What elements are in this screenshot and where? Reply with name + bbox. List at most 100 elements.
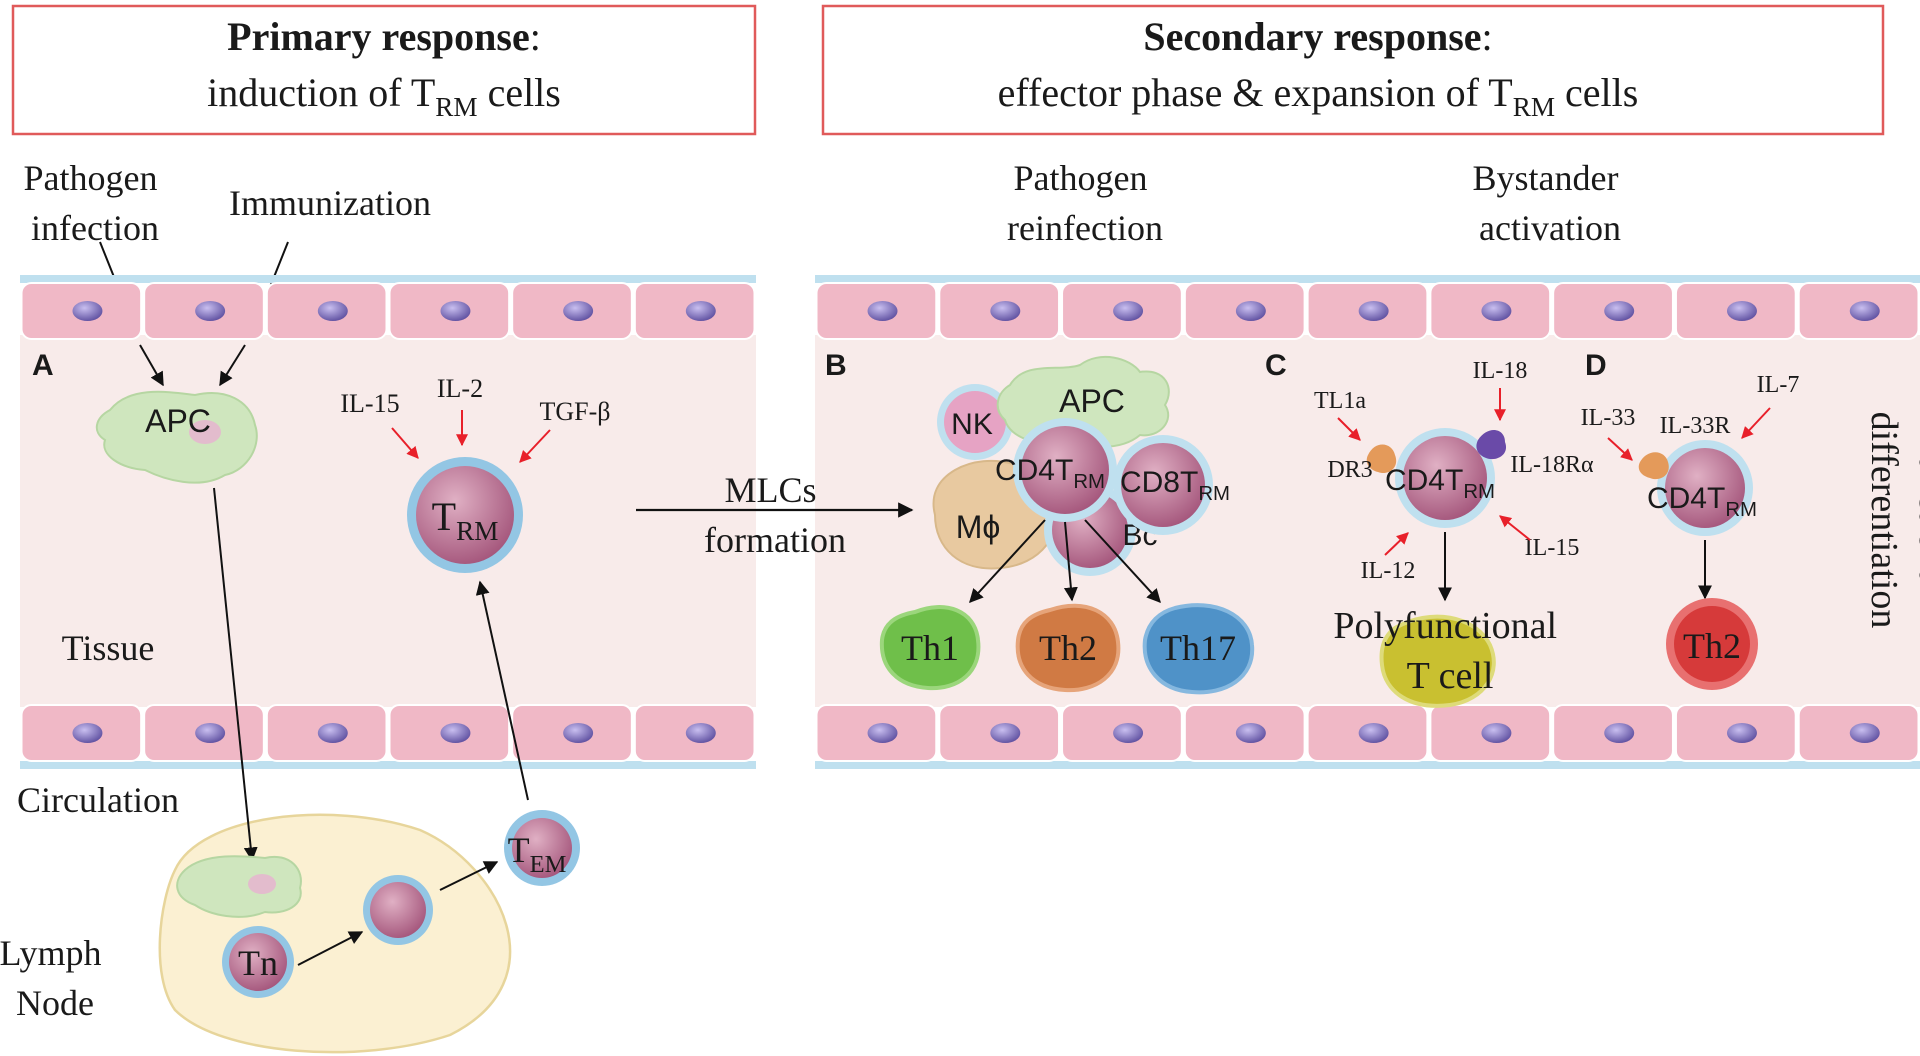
functional-differentiation-label: Functional differentiation [1863, 412, 1920, 629]
epithelial-nucleus [1726, 301, 1757, 321]
dr3-receptor [1366, 444, 1397, 474]
pathogen-reinfection-label: Pathogen reinfection [1007, 158, 1163, 248]
il33r-label: IL-33R [1660, 413, 1731, 439]
epithelial-nucleus [1481, 723, 1512, 743]
svg-text:Th2: Th2 [1039, 628, 1097, 668]
epithelial-nucleus [1235, 301, 1266, 321]
epithelial-nucleus [1849, 301, 1880, 321]
mlc-cluster: NK Mϕ APC Bc CD8TRM CD4TRM [932, 356, 1230, 576]
polyfunctional-t-cell [1379, 614, 1496, 708]
primary-title: Primary response [227, 14, 530, 59]
arrow [969, 519, 1046, 604]
il33-label: IL-33 [1581, 405, 1636, 431]
secondary-subtitle: effector phase & expansion of TRM cells [998, 70, 1639, 122]
tl1a-label: TL1a [1314, 388, 1366, 414]
arrow [1084, 519, 1161, 604]
epithelial-nucleus [1235, 723, 1266, 743]
immunization-label: Immunization [229, 183, 431, 223]
cd4trm-cell-d: CD4TRM [1647, 440, 1757, 536]
cd4trm-cell: CD4TRM [995, 418, 1117, 522]
epithelial-nucleus [440, 723, 471, 743]
il2-label: IL-2 [437, 374, 483, 403]
bystander-activation-label: Bystander activation [1473, 158, 1628, 248]
epithelial-nucleus [1358, 301, 1389, 321]
primary-response-box: Primary response: induction of TRM cells [11, 4, 757, 136]
epithelial-nucleus [563, 301, 594, 321]
svg-text:TRM: TRM [432, 494, 499, 546]
svg-text:CD4TRM: CD4TRM [995, 454, 1105, 493]
arrow [475, 580, 529, 801]
cytokines-panel-a: IL-15 IL-2 TGF-β [340, 374, 611, 463]
secondary-response-box: Secondary response: effector phase & exp… [821, 4, 1885, 136]
il15-label: IL-15 [340, 389, 399, 418]
epithelial-nucleus [1726, 723, 1757, 743]
epithelial-nucleus [990, 723, 1021, 743]
tissue-label: Tissue [62, 628, 155, 668]
tn-cell: Tn [222, 926, 294, 998]
panel-label-a: A [32, 349, 54, 382]
svg-text:NK: NK [951, 408, 993, 441]
cd8trm-cell: CD8TRM [1113, 435, 1230, 535]
svg-text:Primary response:: Primary response: [227, 14, 541, 59]
svg-text:Th17: Th17 [1160, 628, 1236, 668]
th1-cell: Th1 [879, 605, 981, 691]
svg-text:Secondary response:: Secondary response: [1143, 14, 1492, 59]
epithelial-nucleus [867, 301, 898, 321]
epithelial-nucleus [440, 301, 471, 321]
svg-text:APC: APC [145, 403, 211, 439]
apc-cell-lymph [176, 855, 302, 918]
epithelial-nucleus [1604, 723, 1635, 743]
epithelial-nucleus [317, 301, 348, 321]
basement-membrane [815, 275, 1920, 283]
epithelial-nucleus [317, 723, 348, 743]
epithelial-nucleus [72, 301, 103, 321]
epithelial-nucleus [685, 301, 716, 321]
tgf-beta-label: TGF-β [539, 397, 610, 426]
svg-text:Mϕ: Mϕ [956, 509, 1001, 545]
il18ra-receptor [1476, 430, 1507, 460]
panel-label-b: B [825, 349, 847, 382]
epithelial-nucleus [1481, 301, 1512, 321]
epithelial-nucleus [1113, 301, 1144, 321]
svg-text:Th1: Th1 [901, 628, 959, 668]
epithelial-nucleus [72, 723, 103, 743]
lymph-node-label: Lymph Node [0, 933, 111, 1023]
primary-subtitle: induction of TRM cells [207, 70, 561, 122]
cd4trm-cell-c: CD4TRM [1385, 428, 1495, 528]
basement-membrane [20, 761, 756, 769]
il15-label-c: IL-15 [1525, 535, 1580, 561]
il7-label: IL-7 [1757, 372, 1800, 398]
lymph-node-shape [158, 813, 512, 1054]
dr3-label: DR3 [1327, 457, 1372, 483]
th17-cell: Th17 [1142, 603, 1255, 695]
activated-t-cell [363, 875, 433, 945]
epithelial-nucleus [1604, 301, 1635, 321]
epithelial-layers [20, 275, 1920, 769]
arrow [1063, 521, 1078, 602]
il33r-receptor [1638, 452, 1669, 480]
panel-label-d: D [1585, 349, 1607, 382]
mlcs-formation-label: MLCs formation [704, 470, 846, 560]
il18-label: IL-18 [1473, 358, 1528, 384]
svg-text:APC: APC [1059, 383, 1125, 419]
polyfunctional-label: Polyfunctional T cell [1333, 605, 1566, 697]
epithelial-nucleus [1113, 723, 1144, 743]
nk-cell: NK [937, 384, 1013, 460]
th2-cell: Th2 [1015, 603, 1121, 693]
epithelial-nucleus [1849, 723, 1880, 743]
arrow [219, 344, 246, 387]
apc-cell: APC [95, 390, 258, 484]
epithelial-nucleus [685, 723, 716, 743]
arrow [297, 931, 364, 966]
arrow [139, 344, 164, 387]
pathogen-infection-label: Pathogen infection [24, 158, 167, 248]
il18ra-label: IL-18Rα [1510, 452, 1594, 478]
arrow [213, 487, 258, 862]
epithelial-nucleus [563, 723, 594, 743]
svg-text:Th2: Th2 [1683, 626, 1741, 666]
basement-membrane [815, 761, 1920, 769]
basement-membrane [20, 275, 756, 283]
trm-cell: TRM [407, 457, 523, 573]
svg-text:Tn: Tn [238, 943, 278, 983]
